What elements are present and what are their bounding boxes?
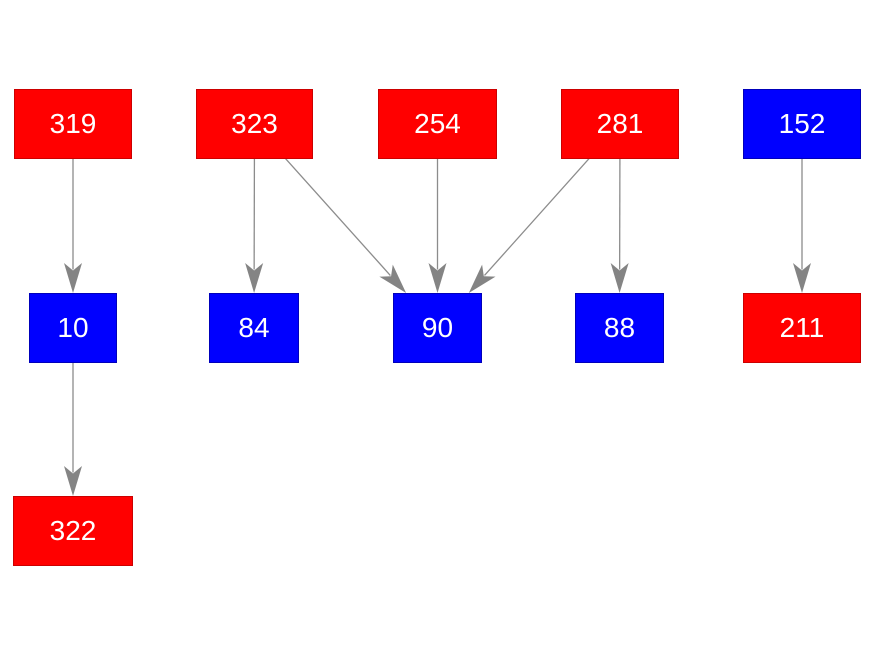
node-10[interactable]: 10 — [29, 293, 117, 363]
arrowhead-319-10 — [64, 263, 82, 293]
node-254[interactable]: 254 — [378, 89, 497, 159]
arrowhead-323-90 — [379, 264, 407, 293]
arrowhead-281-88 — [610, 262, 629, 293]
arrowhead-281-90 — [468, 264, 496, 293]
node-323[interactable]: 323 — [196, 89, 313, 159]
arrowhead-152-211 — [793, 263, 811, 293]
node-281[interactable]: 281 — [561, 89, 679, 159]
arrowhead-323-84 — [245, 262, 264, 293]
arrowhead-254-90 — [428, 263, 447, 293]
node-label: 88 — [603, 312, 636, 343]
node-211[interactable]: 211 — [743, 293, 861, 363]
node-label: 10 — [57, 312, 89, 343]
node-label: 322 — [49, 515, 97, 546]
node-label: 90 — [421, 312, 454, 343]
node-319[interactable]: 319 — [14, 89, 132, 159]
node-label: 254 — [414, 108, 461, 139]
node-88[interactable]: 88 — [575, 293, 664, 363]
node-label: 84 — [238, 312, 270, 343]
node-84[interactable]: 84 — [209, 293, 299, 363]
arrowhead-10-322 — [64, 466, 82, 496]
node-label: 319 — [49, 108, 97, 139]
node-152[interactable]: 152 — [743, 89, 861, 159]
node-90[interactable]: 90 — [393, 293, 482, 363]
node-label: 323 — [231, 108, 278, 139]
node-label: 211 — [779, 312, 825, 343]
node-label: 152 — [778, 108, 826, 139]
node-label: 281 — [596, 108, 644, 139]
node-322[interactable]: 322 — [13, 496, 133, 566]
